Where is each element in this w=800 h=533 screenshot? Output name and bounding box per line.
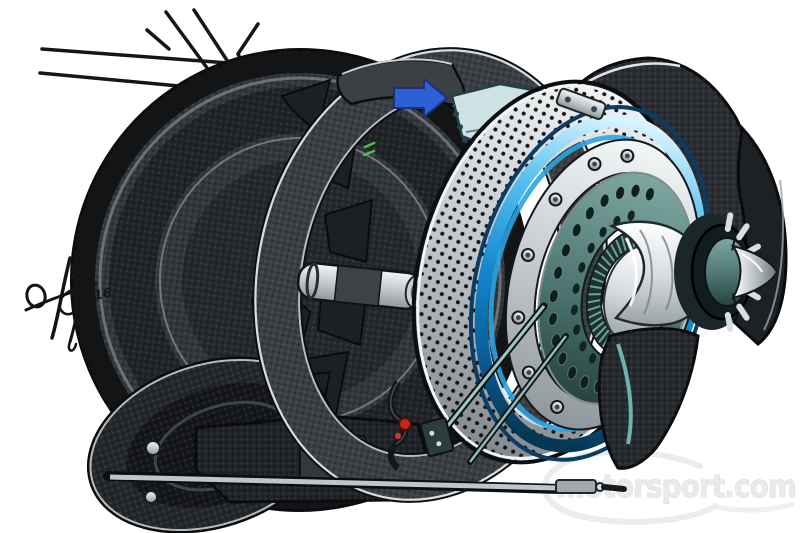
flange-bolts [511,148,635,414]
tie-rod [103,471,627,494]
pad-spring-clip [555,87,607,120]
artist-signature: 016 [24,242,114,352]
stay-rods [419,302,569,465]
arrow-right-icon [393,76,449,120]
detail-mark [362,141,376,157]
nut-cone [730,244,779,300]
signature-year: 016 [84,286,114,306]
brake-line [387,380,412,471]
upright-lower [597,327,700,470]
watermark-swoosh-small [717,501,795,513]
banjo-fitting [398,417,412,431]
